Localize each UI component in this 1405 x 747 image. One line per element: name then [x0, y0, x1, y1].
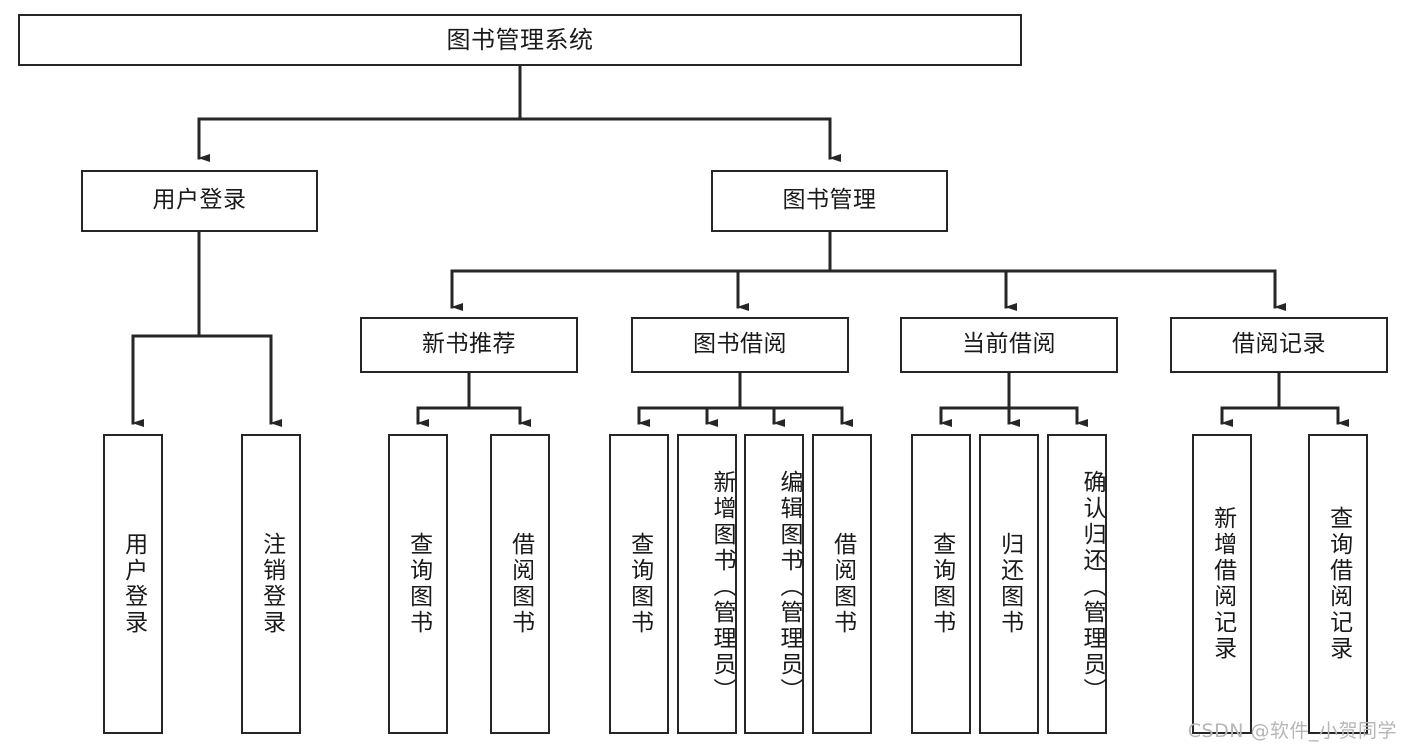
node-book-management[interactable]: 图书管理: [711, 170, 948, 232]
node-leaf-current-return-book[interactable]: 归还图书: [979, 434, 1039, 734]
node-leaf-borrow-add-book-label: 新增图书（管理员）: [709, 470, 735, 704]
node-book-borrow[interactable]: 图书借阅: [631, 317, 849, 373]
node-leaf-borrow-borrow-book[interactable]: 借阅图书: [812, 434, 872, 734]
node-new-book-recommend[interactable]: 新书推荐: [360, 317, 578, 373]
node-leaf-current-query-book-label: 查询图书: [928, 532, 955, 636]
node-current-borrow[interactable]: 当前借阅: [900, 317, 1118, 373]
node-leaf-current-confirm-return[interactable]: 确认归还（管理员）: [1047, 434, 1107, 734]
node-leaf-rec-query-book[interactable]: 查询图书: [388, 434, 448, 734]
node-new-book-recommend-label: 新书推荐: [422, 331, 516, 358]
node-leaf-current-confirm-return-label: 确认归还（管理员）: [1079, 470, 1105, 704]
node-leaf-current-return-book-label: 归还图书: [996, 532, 1023, 636]
node-root[interactable]: 图书管理系统: [18, 14, 1022, 66]
node-leaf-record-query[interactable]: 查询借阅记录: [1308, 434, 1368, 734]
node-user-login-label: 用户登录: [152, 187, 247, 214]
node-root-label: 图书管理系统: [446, 25, 594, 54]
node-leaf-rec-borrow-book-label: 借阅图书: [507, 532, 534, 636]
node-leaf-record-query-label: 查询借阅记录: [1325, 506, 1352, 662]
node-leaf-borrow-edit-book-label: 编辑图书（管理员）: [776, 470, 802, 704]
node-book-management-label: 图书管理: [782, 187, 877, 214]
node-leaf-user-logout[interactable]: 注销登录: [241, 434, 301, 734]
node-borrow-record-label: 借阅记录: [1232, 331, 1326, 358]
node-leaf-borrow-borrow-book-label: 借阅图书: [829, 532, 856, 636]
node-leaf-borrow-add-book[interactable]: 新增图书（管理员）: [677, 434, 737, 734]
node-leaf-borrow-edit-book[interactable]: 编辑图书（管理员）: [744, 434, 804, 734]
node-leaf-current-query-book[interactable]: 查询图书: [911, 434, 971, 734]
node-leaf-record-add-label: 新增借阅记录: [1209, 506, 1236, 662]
csdn-watermark: CSDN @软件_小贺同学: [1187, 720, 1397, 742]
node-leaf-user-logout-label: 注销登录: [258, 532, 285, 636]
node-book-borrow-label: 图书借阅: [693, 331, 787, 358]
node-leaf-user-login-label: 用户登录: [120, 532, 147, 636]
node-leaf-record-add[interactable]: 新增借阅记录: [1192, 434, 1252, 734]
node-user-login[interactable]: 用户登录: [81, 170, 318, 232]
node-leaf-rec-borrow-book[interactable]: 借阅图书: [490, 434, 550, 734]
node-leaf-user-login[interactable]: 用户登录: [103, 434, 163, 734]
node-current-borrow-label: 当前借阅: [962, 331, 1056, 358]
node-leaf-rec-query-book-label: 查询图书: [405, 532, 432, 636]
node-leaf-borrow-query-book[interactable]: 查询图书: [609, 434, 669, 734]
node-borrow-record[interactable]: 借阅记录: [1170, 317, 1388, 373]
node-leaf-borrow-query-book-label: 查询图书: [626, 532, 653, 636]
